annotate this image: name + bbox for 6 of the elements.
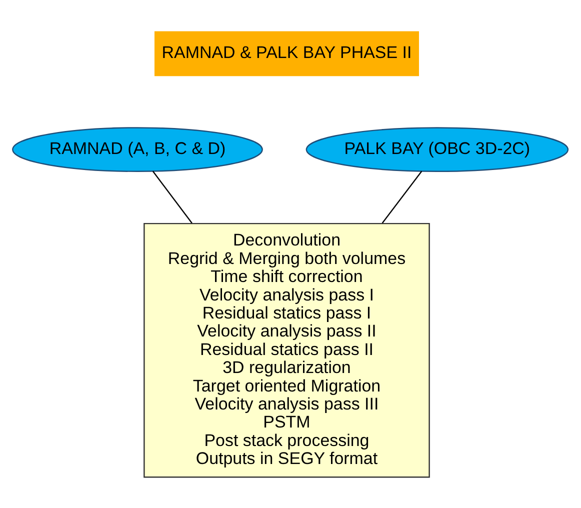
node-box: RAMNAD & PALK BAY PHASE II: [154, 30, 419, 76]
connector: [152, 170, 192, 223]
node-ellipse: RAMNAD (A, B, C & D): [12, 126, 263, 172]
node-box: Deconvolution Regrid & Merging both volumes Time shift correction Velocity analysis pass I Residual statics pass I Velocity analysis pass II Residual statics pass II 3D regularization Target oriented Migration Velocity analysis pass III PSTM Post stack processing Outputs in SEGY format: [144, 222, 430, 478]
node-ellipse: PALK BAY (OBC 3D-2C): [306, 126, 569, 172]
connector: [382, 170, 422, 223]
